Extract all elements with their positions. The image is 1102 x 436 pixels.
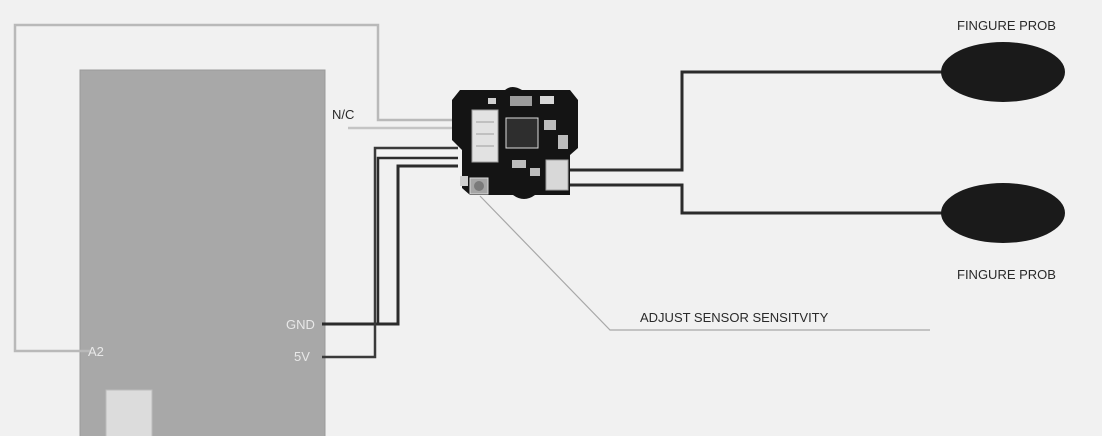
leader-adjust [479, 195, 930, 331]
finger-probe-bottom [941, 183, 1065, 243]
pin-label-gnd: GND [286, 317, 315, 332]
finger-probe-top [941, 42, 1065, 102]
module-connector [471, 109, 499, 163]
label-adjust-sensitivity: ADJUST SENSOR SENSITVITY [640, 310, 829, 325]
module-probe-connector [545, 159, 569, 191]
wire-signal [376, 156, 458, 324]
pin-label-5v: 5V [294, 349, 310, 364]
wire-gnd [322, 164, 458, 326]
module-chip [505, 117, 539, 149]
label-nc: N/C [332, 107, 354, 122]
wire-5v [322, 146, 458, 359]
wire-probe-bottom [568, 183, 945, 215]
label-probe-top: FINGURE PROB [957, 18, 1056, 33]
controller-board [79, 69, 326, 436]
pin-label-a2: A2 [88, 344, 104, 359]
wire-probe-top [568, 70, 945, 172]
board-usb-connector [105, 389, 153, 436]
label-probe-bottom: FINGURE PROB [957, 267, 1056, 282]
sensor-module [452, 87, 578, 199]
wire-a2 [13, 23, 455, 353]
